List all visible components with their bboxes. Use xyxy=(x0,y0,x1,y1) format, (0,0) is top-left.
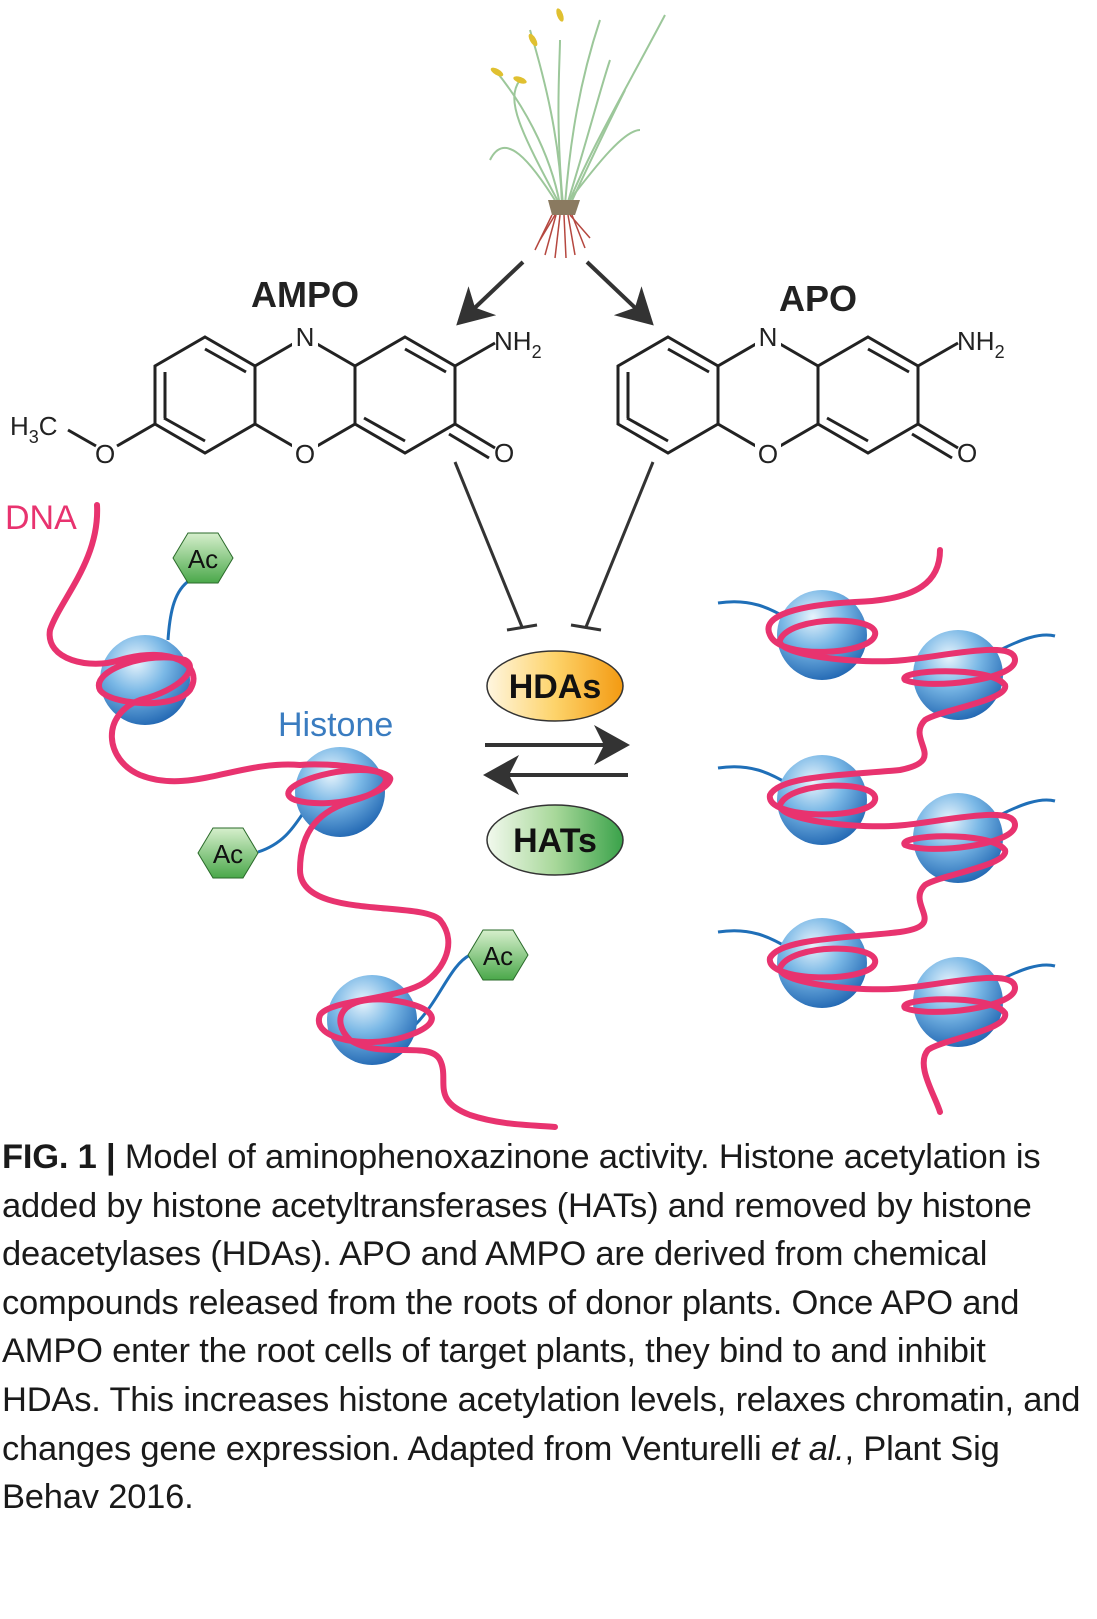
dna-strand xyxy=(46,502,558,1130)
apo-o-ring: O xyxy=(758,439,778,469)
ampo-o-ring: O xyxy=(295,439,315,469)
hats-label: HATs xyxy=(513,822,597,860)
histone-ball xyxy=(777,918,867,1008)
aminophenoxazinone-model-diagram: N O NH2 O O H3C AMPO N O NH2 O APO HDAs … xyxy=(5,8,1056,1130)
donor-plant-illustration xyxy=(489,8,666,259)
acetyl-group: Ac xyxy=(172,532,234,584)
svg-text:Ac: Ac xyxy=(213,839,243,869)
ampo-carbonyl-o: O xyxy=(494,438,514,468)
acetyl-group: Ac xyxy=(197,827,259,879)
ampo-n: N xyxy=(296,322,315,352)
svg-text:Ac: Ac xyxy=(188,544,218,574)
histone-label: Histone xyxy=(278,706,393,744)
arrow-to-apo xyxy=(585,260,654,326)
hdas-ellipse xyxy=(486,650,624,722)
caption-citation: , Plant Sig Behav 2016. xyxy=(2,1429,1000,1517)
apo-n: N xyxy=(759,322,778,352)
apo-carbonyl-o: O xyxy=(957,438,977,468)
caption-text: Model of aminophenoxazinone activity. Hi… xyxy=(2,1138,1081,1468)
svg-text:Ac: Ac xyxy=(483,941,513,971)
acetyl-group: Ac xyxy=(467,929,529,981)
caption-label: FIG. 1 | xyxy=(2,1138,116,1176)
ampo-nh2: NH2 xyxy=(494,326,542,362)
histone-ball xyxy=(100,635,190,725)
caption-et-al: et al. xyxy=(770,1429,845,1468)
ampo-structure xyxy=(67,335,496,460)
hdas-label: HDAs xyxy=(509,668,602,706)
ampo-methoxy-o: O xyxy=(95,439,115,469)
open-chromatin: Ac Ac Ac DNA Histone xyxy=(5,499,558,1130)
apo-structure xyxy=(616,335,959,460)
figure-caption: FIG. 1 | Model of aminophenoxazinone act… xyxy=(2,1133,1092,1522)
inhibition-lines xyxy=(453,461,655,632)
condensed-chromatin xyxy=(717,547,1056,1115)
ampo-label: AMPO xyxy=(251,274,359,315)
dna-label: DNA xyxy=(5,499,77,537)
apo-label: APO xyxy=(779,278,857,319)
arrow-to-ampo xyxy=(456,260,525,326)
histone-ball xyxy=(777,755,867,845)
apo-nh2: NH2 xyxy=(957,326,1005,362)
hats-ellipse xyxy=(486,804,624,876)
ampo-methyl: H3C xyxy=(10,411,58,447)
dna-strand xyxy=(765,547,1019,1115)
